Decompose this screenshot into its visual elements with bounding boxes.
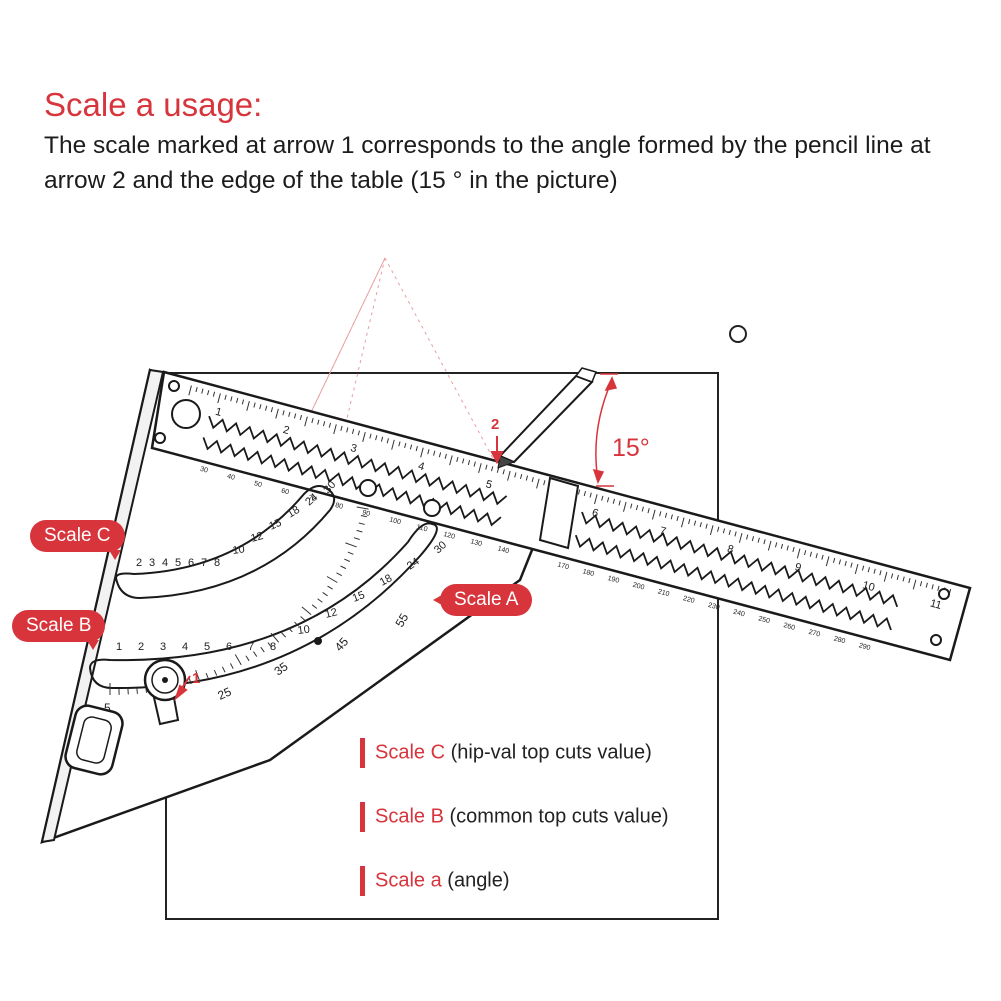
scale-b-callout: Scale B — [12, 610, 106, 650]
scale-number: 60 — [280, 488, 289, 497]
scale-number: 290 — [858, 642, 871, 652]
scale-number: 50 — [253, 480, 262, 489]
scale-number: 100 — [388, 517, 401, 527]
legend-name: Scale a — [375, 869, 442, 892]
scale-number: 15 — [267, 517, 283, 533]
page-title: Scale a usage: — [44, 86, 263, 123]
scale-number: 130 — [470, 538, 483, 548]
legend-desc: (hip-val top cuts value) — [450, 741, 652, 764]
legend-item-scale-c: Scale C (hip-val top cuts value) — [360, 738, 652, 768]
arrow-markers — [173, 436, 504, 701]
scale-a-callout: Scale A — [432, 584, 533, 616]
scale-number: 190 — [607, 575, 620, 585]
scale-number: 6 — [226, 641, 232, 653]
legend-desc: (common top cuts value) — [449, 805, 669, 828]
zigzag-slots — [202, 415, 899, 631]
scale-number: 18 — [378, 572, 394, 588]
scale-number: 4 — [417, 460, 426, 473]
scale-number: 270 — [808, 629, 821, 639]
hole-marker — [729, 325, 747, 343]
scale-number: 80 — [334, 502, 343, 511]
scale-number: 12 — [250, 530, 265, 545]
scale-c-callout: Scale C — [30, 520, 125, 560]
legend-desc: (angle) — [447, 869, 510, 892]
scale-number: 240 — [732, 609, 745, 619]
scale-number: 8 — [726, 543, 735, 556]
scale-number: 180 — [582, 568, 595, 578]
scale-number: 170 — [557, 562, 570, 572]
scale-number: 10 — [861, 579, 876, 594]
scale-number: 260 — [783, 622, 796, 632]
slider-block — [538, 476, 580, 550]
ruler-ticks — [188, 385, 952, 598]
scale-number: 7 — [248, 641, 254, 653]
angle-label: 15° — [612, 434, 650, 462]
scale-number: 55 — [392, 611, 411, 630]
locking-knob[interactable] — [143, 658, 187, 726]
scale-number: 15 — [351, 589, 367, 605]
scale-number: 2 — [136, 557, 142, 569]
scale-number: 11 — [929, 597, 943, 612]
scale-number: 110 — [416, 524, 429, 534]
description: The scale marked at arrow 1 corresponds … — [44, 132, 931, 194]
scale-number: 230 — [707, 602, 720, 612]
scale-number: 4 — [162, 557, 168, 569]
arrow-1-label: 1 — [192, 670, 201, 687]
scale-number: 90 — [361, 509, 370, 518]
handle-inner — [76, 716, 112, 764]
legend-item-scale-a: Scale a (angle) — [360, 866, 510, 896]
pencil — [497, 367, 598, 469]
scale-number: 4 — [182, 641, 188, 653]
scale-number: 6 — [591, 507, 600, 520]
legend-name: Scale B — [375, 805, 444, 828]
scale-number: 120 — [443, 531, 456, 541]
scale-number: 10 — [232, 543, 246, 557]
scale-number: 30 — [199, 466, 208, 475]
scale-number: 2 — [282, 424, 291, 437]
scale-number: 3 — [160, 641, 166, 653]
scale-number: 10 — [297, 624, 311, 637]
scale-number: 8 — [214, 557, 220, 569]
scale-number: 9 — [793, 561, 802, 574]
scale-number: 25 — [216, 684, 234, 702]
scale-number: 1 — [116, 641, 122, 653]
legend-name: Scale C — [375, 741, 446, 764]
scale-number: 3 — [349, 442, 358, 455]
scale-number: 6 — [188, 557, 194, 569]
scale-number: 220 — [682, 595, 695, 605]
scale-number: 140 — [497, 545, 510, 555]
scale-number: 12 — [324, 606, 339, 621]
scale-number: 210 — [657, 588, 670, 598]
scale-number: 1 — [214, 406, 223, 419]
pivot-dot — [314, 637, 322, 645]
handle-cutout — [64, 704, 124, 776]
scale-number: 5 — [104, 701, 111, 715]
legend-bar — [360, 738, 365, 768]
scale-number: 40 — [226, 473, 235, 482]
ruler-holes — [154, 380, 950, 646]
legend-bar — [360, 866, 365, 896]
scale-number: 3 — [149, 557, 155, 569]
scale-number: 18 — [285, 504, 302, 521]
arrow-2-label: 2 — [491, 416, 500, 433]
legend-item-scale-b: Scale B (common top cuts value) — [360, 802, 668, 832]
legend-bar — [360, 802, 365, 832]
scale-number: 24 — [405, 556, 422, 573]
scale-number: 5 — [204, 641, 210, 653]
scale-number: 2 — [138, 641, 144, 653]
scale-number: 7 — [658, 525, 667, 538]
scale-number: 8 — [270, 641, 276, 653]
scale-number: 5 — [175, 557, 181, 569]
scale-number: 280 — [833, 636, 846, 646]
scale-number: 200 — [632, 582, 645, 592]
scale-number: 70 — [307, 495, 316, 504]
scale-number: 5 — [484, 478, 493, 491]
scale-number: 250 — [757, 615, 770, 625]
angle-dimension — [592, 373, 618, 487]
scale-number: 7 — [201, 557, 207, 569]
